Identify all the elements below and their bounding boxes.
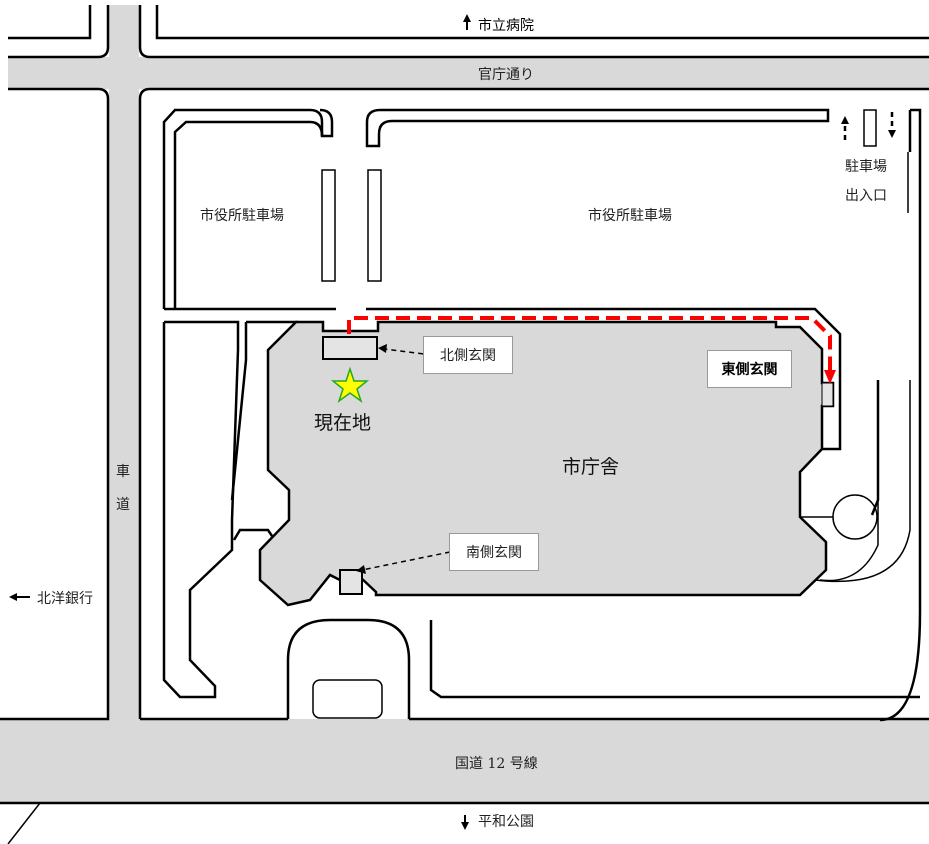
current-location-label: 現在地 (314, 412, 372, 434)
south-island (312, 679, 383, 719)
route-arrow-icon (824, 370, 836, 384)
west-arrow-icon (9, 593, 17, 601)
south-entrance (339, 569, 363, 595)
east-entrance (821, 382, 834, 407)
current-location-star-icon (330, 366, 370, 403)
west-destination-label: 北洋銀行 (37, 591, 93, 607)
parking-entrance-label-2: 出入口 (845, 188, 887, 204)
up-arrow-icon (841, 116, 849, 124)
north-entrance (322, 336, 378, 360)
bottom-road (0, 719, 929, 803)
parking-divider-1 (321, 169, 336, 282)
left-parking-label: 市役所駐車場 (200, 208, 284, 224)
upper-road-label: 官庁通り (478, 67, 534, 83)
north-arrow-icon (463, 14, 471, 22)
building-label: 市庁舎 (562, 456, 620, 478)
upper-road (8, 57, 929, 89)
roundabout (832, 494, 878, 540)
left-road-label-2: 道 (116, 497, 130, 513)
bottom-road-label: 国道 12 号線 (455, 756, 538, 772)
north-entrance-callout: 北側玄関 (423, 336, 513, 374)
city-hall-building (258, 320, 835, 607)
north-destination-label: 市立病院 (478, 18, 534, 34)
parking-entrance-label-1: 駐車場 (845, 159, 887, 175)
left-road-label-1: 車 (116, 464, 130, 480)
east-entrance-callout: 東側玄関 (707, 350, 792, 388)
route-path (347, 316, 832, 374)
south-destination-label: 平和公園 (478, 814, 534, 830)
north-pointer-arrow-icon (378, 344, 387, 353)
right-parking-label: 市役所駐車場 (588, 208, 672, 224)
down-arrow-icon (888, 130, 896, 138)
south-entrance-callout: 南側玄関 (449, 533, 539, 571)
entrance-gate (863, 109, 877, 147)
parking-divider-2 (367, 169, 382, 282)
south-pointer-arrow-icon (356, 565, 366, 574)
south-arrow-icon (461, 822, 469, 830)
left-road (109, 5, 139, 719)
